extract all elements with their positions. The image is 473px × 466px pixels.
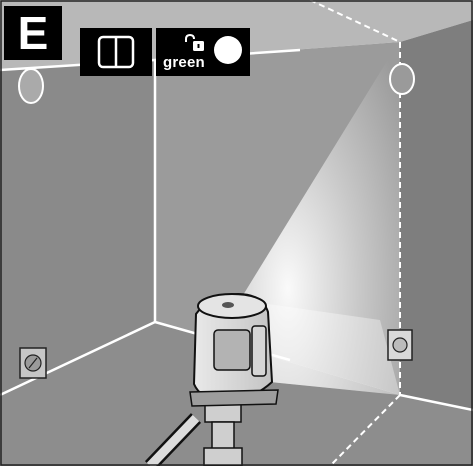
- step-label: E: [4, 6, 62, 60]
- mode-indicator: [80, 28, 152, 76]
- wall-socket-right: [388, 330, 412, 360]
- wall-socket-left: [20, 348, 46, 378]
- open-padlock-icon: [184, 34, 206, 52]
- color-mode-indicator: green: [156, 28, 250, 76]
- target-mark-left: [19, 69, 43, 103]
- target-mark-right: [390, 64, 414, 94]
- dual-vertical-line-mode-icon: [96, 34, 136, 70]
- laser-color-indicator-dot: [214, 36, 242, 64]
- color-mode-label: green: [163, 55, 205, 70]
